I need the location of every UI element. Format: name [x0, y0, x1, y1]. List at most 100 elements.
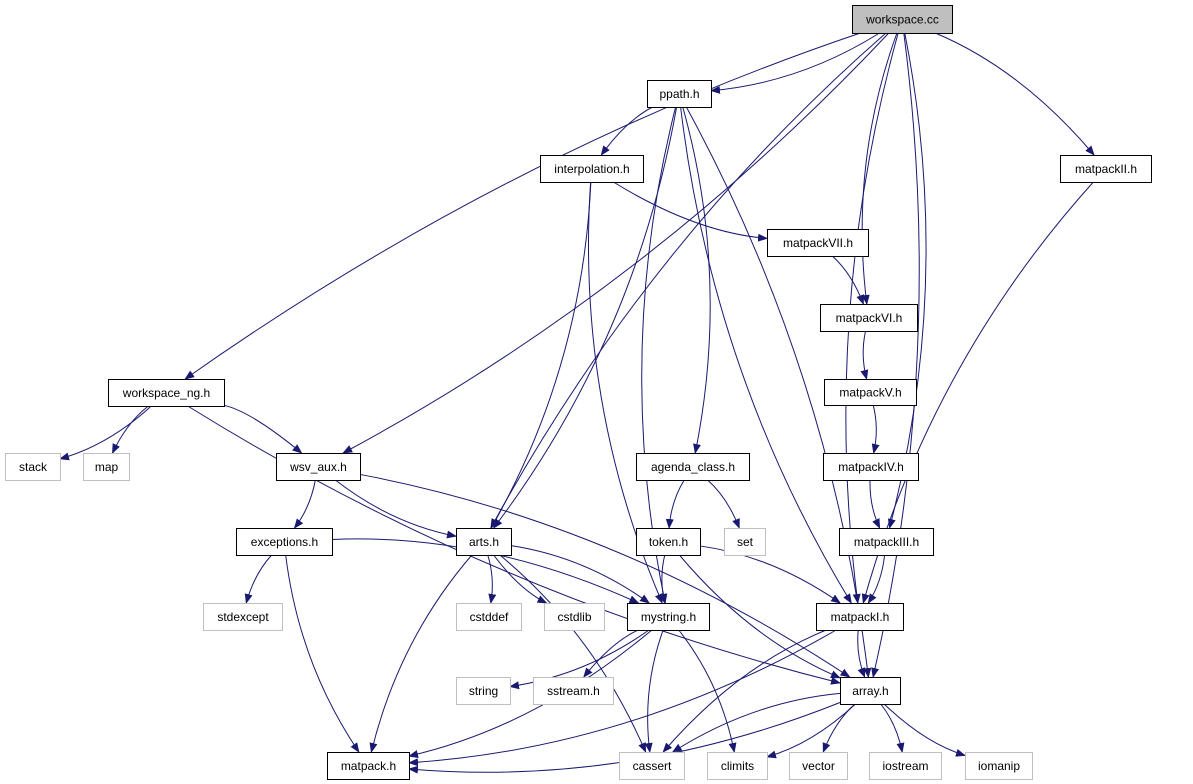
edge-ppath_h-to-arts_h — [493, 106, 678, 529]
node-box — [823, 453, 919, 481]
node-wsv-aux-h[interactable]: wsv_aux.h — [276, 453, 361, 481]
node-climits: climits — [707, 752, 768, 780]
node-label: set — [737, 535, 754, 549]
edge-matpackI_h-to-cassert — [662, 629, 827, 753]
node-label: ppath.h — [659, 87, 699, 101]
edges-layer — [59, 32, 1095, 774]
node-box — [533, 677, 614, 705]
node-arts-h[interactable]: arts.h — [456, 528, 512, 556]
edge-array_h-to-iomanip — [883, 703, 966, 757]
node-matpackIII-h[interactable]: matpackIII.h — [839, 528, 934, 556]
node-box — [965, 752, 1033, 780]
edge-workspace_ng_h-to-array_h — [187, 405, 841, 685]
edge-mystring_h-to-climits — [678, 629, 737, 753]
edge-arts_h-to-cstdlib — [493, 554, 548, 604]
edge-exceptions_h-to-stdexcept — [244, 554, 273, 604]
edge-ppath_h-to-agenda_class_h — [682, 106, 711, 454]
edge-mystring_h-to-string — [509, 629, 650, 690]
edge-workspace_cc-to-array_h — [871, 32, 920, 678]
node-box — [276, 453, 361, 481]
edge-arts_h-to-cstddef — [487, 554, 497, 604]
node-box — [108, 379, 225, 407]
node-label: stdexcept — [217, 610, 269, 624]
node-label: wsv_aux.h — [289, 460, 347, 474]
node-box — [456, 603, 522, 631]
node-box — [236, 528, 333, 556]
edge-workspace_ng_h-to-stack — [59, 405, 152, 461]
node-box — [619, 752, 685, 780]
node-label: mystring.h — [641, 610, 696, 624]
edge-ppath_h-to-array_h — [685, 106, 872, 678]
node-set: set — [724, 528, 766, 556]
node-mystring-h[interactable]: mystring.h — [627, 603, 710, 631]
node-token-h[interactable]: token.h — [636, 528, 701, 556]
node-agenda-class-h[interactable]: agenda_class.h — [636, 453, 750, 481]
node-box — [869, 752, 942, 780]
edge-token_h-to-matpackI_h — [699, 545, 841, 604]
edge-agenda_class_h-to-token_h — [665, 479, 685, 529]
node-box — [627, 603, 710, 631]
node-iostream: iostream — [869, 752, 942, 780]
nodes-layer: workspace.cc ppath.h matpackII.h interpolat… — [5, 5, 1152, 780]
node-box — [456, 677, 511, 705]
edge-array_h-to-climits — [766, 703, 856, 759]
edge-ppath_h-to-matpackI_h — [680, 106, 852, 604]
node-box — [544, 603, 605, 631]
node-label: arts.h — [469, 535, 499, 549]
node-label: matpack.h — [341, 759, 396, 773]
node-matpackI-h[interactable]: matpackI.h — [816, 603, 904, 631]
node-matpackII-h[interactable]: matpackII.h — [1060, 155, 1152, 183]
node-matpackVI-h[interactable]: matpackVI.h — [820, 304, 918, 332]
edge-token_h-to-array_h — [678, 554, 841, 679]
node-label: cstdlib — [557, 610, 591, 624]
node-label: workspace.cc — [865, 13, 939, 27]
node-label: token.h — [649, 535, 688, 549]
node-sstream-h: sstream.h — [533, 677, 614, 705]
node-box — [707, 752, 768, 780]
edge-wsv_aux_h-to-array_h — [359, 473, 851, 678]
edge-wsv_aux_h-to-arts_h — [335, 479, 457, 539]
edge-matpackIII_h-to-matpackI_h — [867, 554, 886, 604]
node-stack: stack — [5, 453, 61, 481]
edge-workspace_cc-to-matpackII_h — [935, 32, 1095, 156]
node-exceptions-h[interactable]: exceptions.h — [236, 528, 333, 556]
node-label: map — [95, 460, 119, 474]
node-matpackV-h[interactable]: matpackV.h — [824, 379, 917, 406]
edge-mystring_h-to-matpack_h — [408, 629, 653, 758]
node-interpolation-h[interactable]: interpolation.h — [540, 155, 644, 183]
edge-workspace_cc-to-arts_h — [490, 32, 887, 529]
edge-array_h-to-cassert — [671, 692, 841, 753]
node-matpack-h[interactable]: matpack.h — [327, 752, 410, 780]
node-box — [816, 603, 904, 631]
node-matpackIV-h[interactable]: matpackIV.h — [823, 453, 919, 481]
node-label: interpolation.h — [554, 162, 629, 176]
node-ppath-h[interactable]: ppath.h — [647, 80, 712, 108]
edge-interpolation_h-to-matpackVII_h — [613, 181, 768, 242]
node-matpackVII-h[interactable]: matpackVII.h — [767, 229, 869, 257]
node-workspace-cc[interactable]: workspace.cc — [852, 5, 953, 34]
edge-interpolation_h-to-arts_h — [490, 181, 592, 529]
edge-arts_h-to-cassert — [499, 554, 647, 753]
edge-exceptions_h-to-matpack_h — [285, 554, 360, 753]
edge-matpackV_h-to-matpackIV_h — [871, 404, 880, 454]
node-label: vector — [802, 759, 835, 773]
node-workspace-ng-h[interactable]: workspace_ng.h — [108, 379, 225, 407]
node-iomanip: iomanip — [965, 752, 1033, 780]
node-string: string — [456, 677, 511, 705]
node-box — [840, 677, 901, 705]
edge-workspace_cc-to-ppath_h — [710, 32, 880, 94]
edge-mystring_h-to-cassert — [644, 629, 664, 753]
node-box — [824, 379, 917, 406]
node-label: matpackI.h — [831, 610, 890, 624]
node-label: matpackII.h — [1075, 162, 1137, 176]
node-box — [724, 528, 766, 556]
edge-workspace_cc-to-wsv_aux_h — [342, 32, 890, 454]
node-array-h[interactable]: array.h — [840, 677, 901, 705]
node-label: agenda_class.h — [651, 460, 735, 474]
node-label: matpackVI.h — [836, 311, 903, 325]
node-box — [540, 155, 644, 183]
edge-matpackIV_h-to-matpackIII_h — [869, 479, 881, 529]
edge-token_h-to-mystring_h — [658, 554, 667, 604]
node-label: matpackIII.h — [854, 535, 919, 549]
